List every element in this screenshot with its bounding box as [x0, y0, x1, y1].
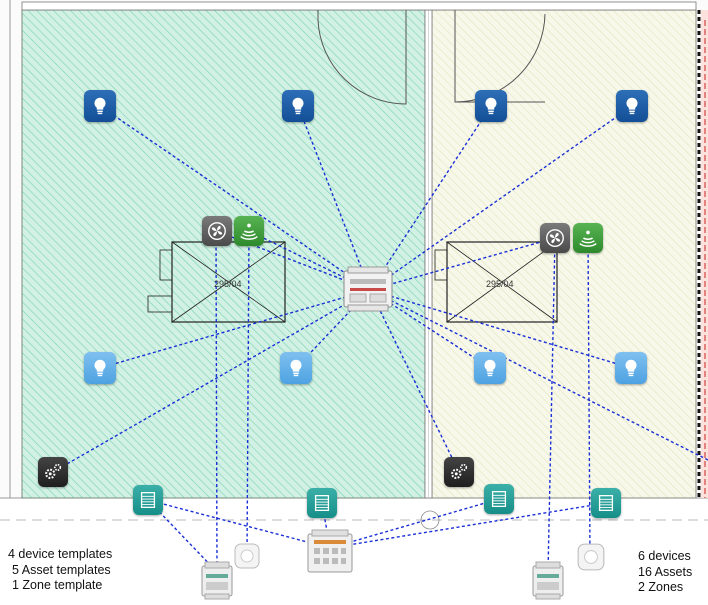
presence-detector[interactable] [576, 542, 606, 572]
lamp-device[interactable] [615, 352, 647, 384]
configuration-device[interactable] [444, 457, 474, 487]
assets-count: 16 Assets [638, 564, 693, 579]
fan-device[interactable] [540, 223, 570, 253]
zone-left[interactable] [21, 9, 426, 499]
presence-sensor-icon [579, 230, 597, 247]
instance-summary: 6 devices 16 Assets 2 Zones [638, 549, 692, 596]
presence-detector[interactable] [233, 542, 261, 570]
ceiling-sensor-icon [577, 543, 605, 571]
light-bulb-icon [626, 97, 638, 115]
window-blind-icon [140, 492, 156, 508]
light-bulb-icon [292, 97, 304, 115]
lamp-device[interactable] [84, 352, 116, 384]
lamp-device[interactable] [84, 90, 116, 122]
din-module-icon [201, 561, 233, 600]
gear-icon [45, 463, 62, 479]
window-blind-icon [491, 491, 507, 507]
template-summary: 4 device templates 5 Asset templates 1 Z… [8, 547, 112, 594]
fan-icon [208, 222, 226, 240]
light-bulb-icon [485, 97, 497, 115]
light-bulb-icon [484, 359, 496, 377]
ceiling-sensor-icon [234, 543, 260, 569]
blind-device[interactable] [591, 488, 621, 518]
light-bulb-icon [290, 359, 302, 377]
configuration-device[interactable] [38, 457, 68, 487]
blind-device[interactable] [307, 488, 337, 518]
light-bulb-icon [94, 359, 106, 377]
lamp-device[interactable] [616, 90, 648, 122]
din-rail-module[interactable] [200, 560, 234, 600]
fan-device[interactable] [202, 216, 232, 246]
zone-template-count: 1 Zone template [12, 578, 103, 592]
lamp-device[interactable] [474, 352, 506, 384]
room-controller[interactable] [342, 263, 394, 315]
light-bulb-icon [94, 97, 106, 115]
din-module-icon [532, 561, 564, 600]
io-module-icon [307, 529, 353, 573]
window-blind-icon [598, 495, 614, 511]
room-number-left: 295/04 [214, 279, 242, 289]
zones-count: 2 Zones [638, 580, 684, 594]
lamp-device[interactable] [475, 90, 507, 122]
devices-count: 6 devices [638, 549, 691, 563]
presence-sensor-icon [240, 223, 258, 240]
sensor-device[interactable] [573, 223, 603, 253]
room-number-right: 295/04 [486, 279, 514, 289]
device-templates-count: 4 device templates [8, 547, 113, 561]
window-blind-icon [314, 495, 330, 511]
sensor-device[interactable] [234, 216, 264, 246]
controller-icon [343, 266, 393, 312]
connection-lines [52, 105, 708, 573]
din-rail-module[interactable] [531, 560, 565, 600]
light-bulb-icon [625, 359, 637, 377]
blind-device[interactable] [133, 485, 163, 515]
blind-device[interactable] [484, 484, 514, 514]
zone-right[interactable] [431, 9, 697, 499]
fan-icon [546, 229, 564, 247]
io-module[interactable] [306, 528, 354, 576]
lamp-device[interactable] [282, 90, 314, 122]
asset-templates-count: 5 Asset templates [12, 562, 111, 577]
gear-icon [451, 463, 468, 479]
lamp-device[interactable] [280, 352, 312, 384]
